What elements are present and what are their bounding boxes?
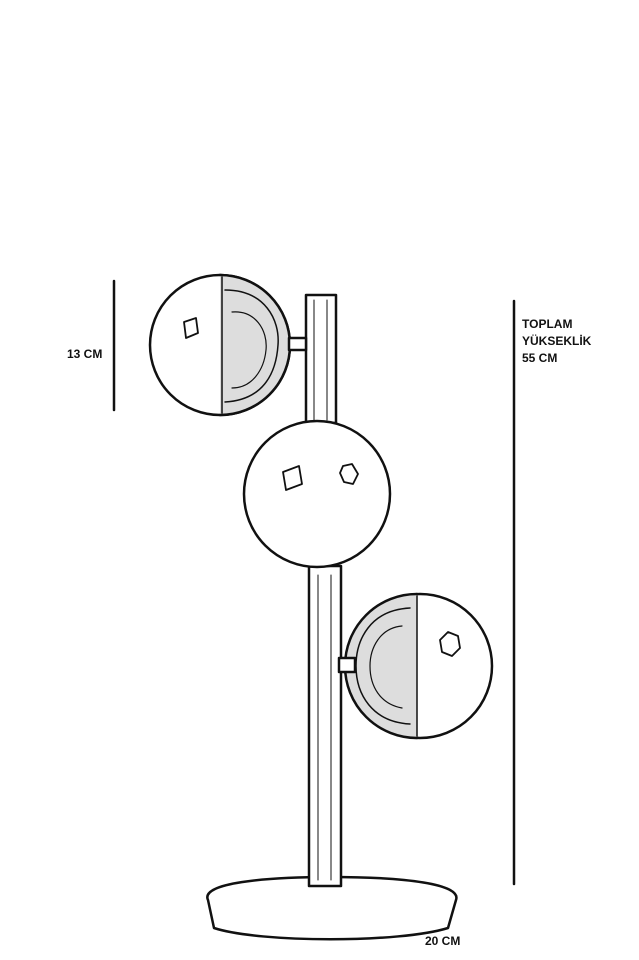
shade-height-value: 13 CM	[67, 347, 103, 361]
total-height-label: TOPLAM YÜKSEKLİK 55 CM	[522, 316, 591, 367]
lamp-base	[206, 875, 458, 941]
middle-globe	[242, 419, 392, 569]
upper-globe	[148, 273, 308, 417]
total-height-line-1: TOPLAM	[522, 317, 573, 331]
lower-globe	[337, 592, 494, 740]
lamp-stem-lower	[307, 564, 343, 888]
total-height-value: 55 CM	[522, 351, 558, 365]
lamp-stem-upper	[304, 293, 338, 425]
base-width-label: 20 CM	[425, 933, 460, 950]
base-width-value: 20 CM	[425, 934, 461, 948]
shade-height-label: 13 CM	[67, 346, 102, 363]
total-height-line-2: YÜKSEKLİK	[522, 334, 592, 348]
